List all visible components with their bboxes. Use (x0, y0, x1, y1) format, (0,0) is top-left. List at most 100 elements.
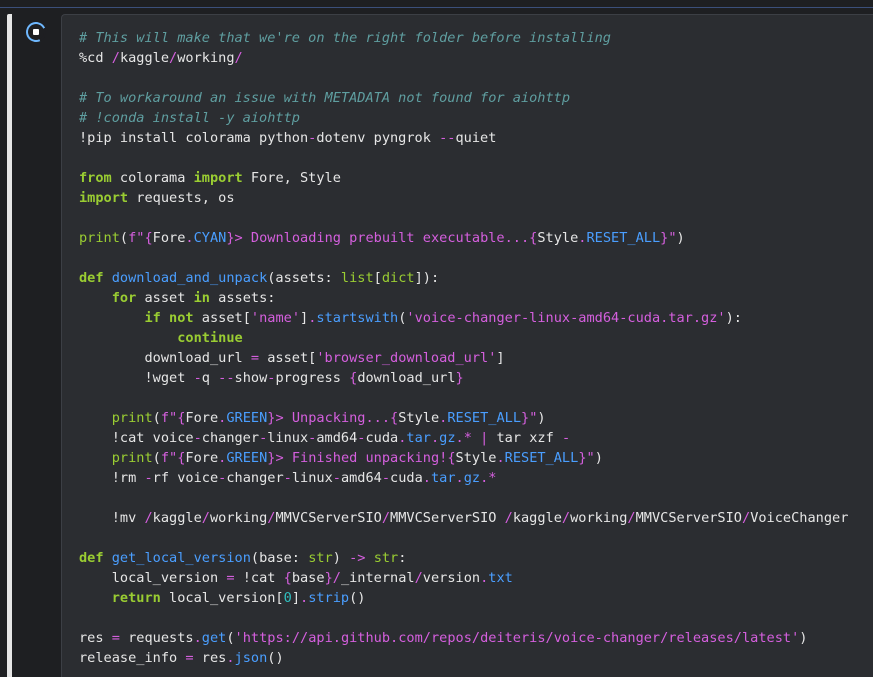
code-token-plain: version (422, 570, 481, 586)
code-token-op: - (193, 370, 202, 386)
code-token-plain: MMVCServerSIO (390, 510, 505, 526)
code-token-op: - (381, 470, 391, 486)
code-line[interactable] (79, 388, 848, 408)
code-token-keyword: def (79, 550, 104, 566)
code-token-plain: release_info (79, 650, 186, 666)
code-token-op: - (144, 470, 153, 486)
code-line[interactable]: !mv /kaggle/working/MMVCServerSIO/MMVCSe… (79, 508, 849, 528)
code-token-plain: ( (152, 410, 161, 426)
code-token-string: } (324, 570, 333, 586)
code-token-plain: Fore (152, 230, 186, 246)
code-token-attr: txt (488, 570, 513, 586)
code-token-comment: # This will make that we're on the right… (79, 30, 611, 46)
code-token-plain: changer (201, 430, 260, 446)
code-token-attr: json (234, 650, 268, 666)
code-token-op: -- (439, 130, 456, 146)
code-token-attr: RESET_ALL (447, 410, 522, 426)
code-token-attr: GREEN (226, 410, 268, 426)
stop-icon (33, 29, 39, 35)
code-line[interactable]: print(f"{Fore.GREEN}> Finished unpacking… (79, 448, 848, 468)
code-line[interactable]: print(f"{Fore.GREEN}> Unpacking...{Style… (79, 408, 848, 428)
code-line[interactable]: local_version = !cat {base}/_internal/ve… (79, 568, 848, 588)
code-line[interactable]: def get_local_version(base: str) -> str: (79, 548, 848, 568)
code-token-keyword: import (193, 170, 243, 186)
code-line[interactable]: print(f"{Fore.CYAN}> Downloading prebuil… (79, 228, 848, 248)
code-token-plain: res (193, 650, 227, 666)
code-line[interactable]: return local_version[0].strip() (79, 588, 848, 608)
code-cell[interactable]: # This will make that we're on the right… (61, 14, 873, 677)
code-token-plain: ) (332, 550, 350, 566)
code-line[interactable] (79, 68, 848, 88)
code-token-keyword: def (79, 270, 104, 286)
code-line[interactable]: # To workaround an issue with METADATA n… (79, 88, 848, 108)
code-token-builtin: list (340, 270, 374, 286)
code-token-builtin: print (111, 410, 153, 426)
code-editor[interactable]: # This will make that we're on the right… (79, 28, 848, 668)
code-line[interactable]: from colorama import Fore, Style (79, 168, 848, 188)
code-line[interactable]: res = requests.get('https://api.github.c… (79, 628, 848, 648)
code-token-plain: asset (136, 290, 194, 306)
code-line[interactable] (79, 528, 848, 548)
code-token-plain: ): (725, 310, 742, 326)
code-token-string: f"{ (128, 230, 153, 246)
code-line[interactable]: if not asset['name'].startswith('voice-c… (79, 308, 848, 328)
code-token-plain: base (291, 570, 325, 586)
code-token-plain: res (79, 630, 112, 646)
code-token-string: }> Downloading prebuilt executable...{ (226, 230, 538, 246)
code-token-string: 'name' (250, 310, 301, 326)
code-line[interactable] (79, 488, 848, 508)
code-token-plain: Fore (185, 450, 219, 466)
code-line[interactable]: def download_and_unpack(assets: list[dic… (79, 268, 848, 288)
code-token-attr: GREEN (226, 450, 268, 466)
code-token-plain: ) (594, 450, 603, 466)
code-token-string: f"{ (160, 410, 186, 426)
code-token-op: - (193, 430, 202, 446)
code-line[interactable] (79, 208, 848, 228)
code-token-attr: gz (463, 470, 481, 486)
code-token-plain: !cat voice (79, 430, 194, 446)
code-line[interactable]: continue (79, 328, 848, 348)
code-line[interactable] (79, 248, 848, 268)
code-token-string: }> Finished unpacking!{ (267, 450, 456, 466)
code-token-plain: colorama (111, 170, 194, 186)
code-line[interactable]: import requests, os (79, 188, 848, 208)
code-token-op: = (111, 630, 120, 646)
code-line[interactable] (79, 608, 848, 628)
code-line[interactable]: for asset in assets: (79, 288, 848, 308)
code-line[interactable]: !cat voice-changer-linux-amd64-cuda.tar.… (79, 428, 848, 448)
code-token-plain (79, 290, 112, 306)
code-line[interactable]: %cd /kaggle/working/ (79, 48, 848, 68)
code-token-op: / (627, 510, 636, 526)
code-token-plain: ) (799, 630, 808, 646)
code-token-plain (79, 450, 112, 466)
code-token-plain: Fore (185, 410, 219, 426)
code-line[interactable]: !pip install colorama python-dotenv pyng… (79, 128, 848, 148)
code-token-op: / (169, 50, 178, 66)
code-token-string: }" (578, 450, 595, 466)
code-token-plain (79, 330, 177, 346)
code-line[interactable]: # !conda install -y aiohttp (79, 108, 848, 128)
code-token-plain: !mv (79, 510, 145, 526)
code-token-op: . (398, 430, 407, 446)
cell-selection-indicator (7, 14, 12, 677)
code-token-keyword: if (144, 310, 161, 326)
code-token-op: . (422, 470, 431, 486)
code-token-plain: !pip install colorama python (79, 130, 309, 146)
code-line[interactable]: # This will make that we're on the right… (79, 28, 848, 48)
code-token-string: { (349, 370, 358, 386)
code-line[interactable] (79, 148, 848, 168)
code-token-string: }> Unpacking...{ (267, 410, 399, 426)
code-line[interactable]: !wget -q --show-progress {download_url} (79, 368, 848, 388)
code-line[interactable]: download_url = asset['browser_download_u… (79, 348, 848, 368)
code-token-plain: local_version (79, 570, 227, 586)
code-token-plain: download_url (357, 370, 456, 386)
code-token-string: { (283, 570, 292, 586)
code-token-attr: RESET_ALL (586, 230, 661, 246)
code-token-plain: working (177, 50, 235, 66)
code-token-func: download_and_unpack (111, 270, 268, 286)
code-token-plain: linux (267, 430, 309, 446)
code-token-plain (104, 270, 112, 286)
code-line[interactable]: release_info = res.json() (79, 648, 848, 668)
code-token-keyword: in (193, 290, 210, 306)
code-line[interactable]: !rm -rf voice-changer-linux-amd64-cuda.t… (79, 468, 848, 488)
